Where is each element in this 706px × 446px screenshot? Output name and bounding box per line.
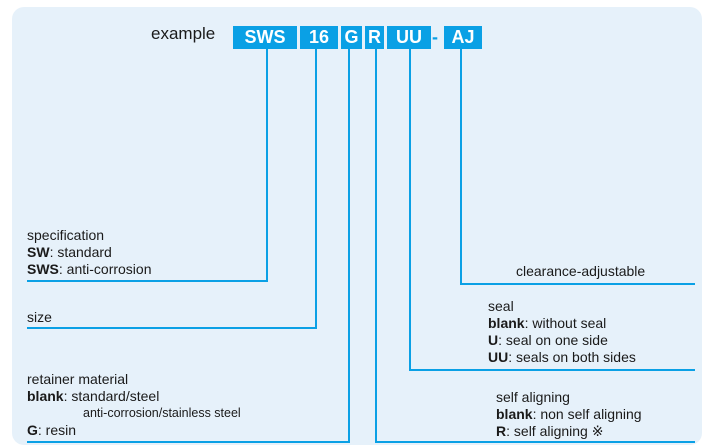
seal-line-u: U: seal on one side — [488, 332, 608, 348]
code-dash: - — [432, 27, 438, 47]
specification-line-sw: SW: standard — [27, 244, 112, 260]
code-sws: SWS — [233, 26, 297, 49]
retainer-block: retainer material blank: standard/steel … — [27, 371, 241, 439]
connector-sws-vertical — [266, 49, 268, 281]
connector-retainer-vertical — [348, 49, 350, 442]
seal-title: seal — [488, 298, 514, 314]
specification-line-sws: SWS: anti-corrosion — [27, 261, 152, 277]
connector-clearance-vertical — [460, 49, 462, 284]
clearance-title: clearance-adjustable — [516, 263, 646, 279]
connector-seal-horizontal — [409, 369, 695, 371]
connector-size-vertical — [315, 49, 317, 328]
specification-title: specification — [27, 227, 105, 243]
self-aligning-line-r: R: self aligning ※ — [496, 423, 604, 439]
size-title: size — [27, 309, 52, 325]
retainer-title: retainer material — [27, 371, 129, 387]
diagram-panel — [12, 7, 702, 445]
code-r: R — [365, 26, 384, 49]
connector-clearance-horizontal — [460, 283, 695, 285]
code-uu: UU — [387, 26, 431, 49]
self-aligning-title: self aligning — [496, 389, 570, 405]
seal-line-blank: blank: without seal — [488, 315, 607, 331]
connector-sws-horizontal — [27, 280, 268, 282]
self-aligning-line-blank: blank: non self aligning — [496, 406, 642, 422]
self-aligning-block: self aligning blank: non self aligning R… — [496, 389, 642, 440]
retainer-line-stainless: anti-corrosion/stainless steel — [83, 406, 241, 420]
retainer-line-g: G: resin — [27, 422, 77, 438]
code-g: G — [341, 26, 362, 49]
connector-self-aligning-horizontal — [375, 441, 695, 443]
code-16: 16 — [300, 26, 338, 49]
retainer-line-blank: blank: standard/steel — [27, 388, 160, 404]
specification-block: specification SW: standard SWS: anti-cor… — [27, 227, 151, 278]
connector-retainer-horizontal — [27, 441, 350, 443]
seal-line-uu: UU: seals on both sides — [488, 349, 636, 365]
connector-size-horizontal — [27, 327, 317, 329]
code-aj: AJ — [444, 26, 482, 49]
example-label: example — [151, 24, 216, 43]
seal-block: seal blank: without seal U: seal on one … — [488, 298, 636, 366]
connector-self-aligning-vertical — [375, 49, 377, 442]
connector-seal-vertical — [409, 49, 411, 370]
